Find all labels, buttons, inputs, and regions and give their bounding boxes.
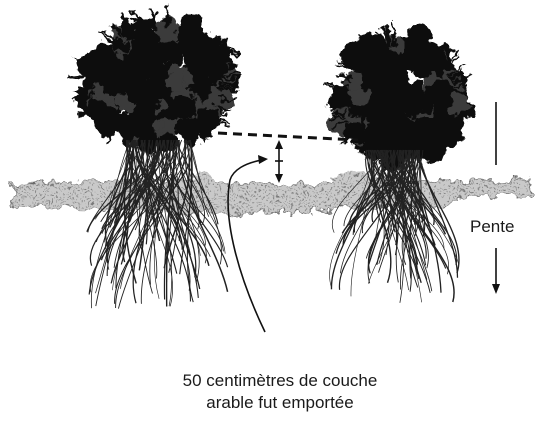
soil-surface bbox=[12, 172, 530, 214]
left-plant-foliage bbox=[68, 5, 242, 159]
height-marker-arrow bbox=[275, 140, 283, 183]
left-plant-roots bbox=[87, 140, 228, 309]
caption-line-2: arable fut emportée bbox=[120, 392, 440, 413]
right-plant-foliage bbox=[324, 21, 472, 173]
slope-label: Pente bbox=[470, 217, 514, 237]
caption-line-1: 50 centimètres de couche bbox=[120, 370, 440, 391]
pointer-arrow bbox=[228, 155, 268, 332]
slope-arrow bbox=[492, 102, 500, 294]
